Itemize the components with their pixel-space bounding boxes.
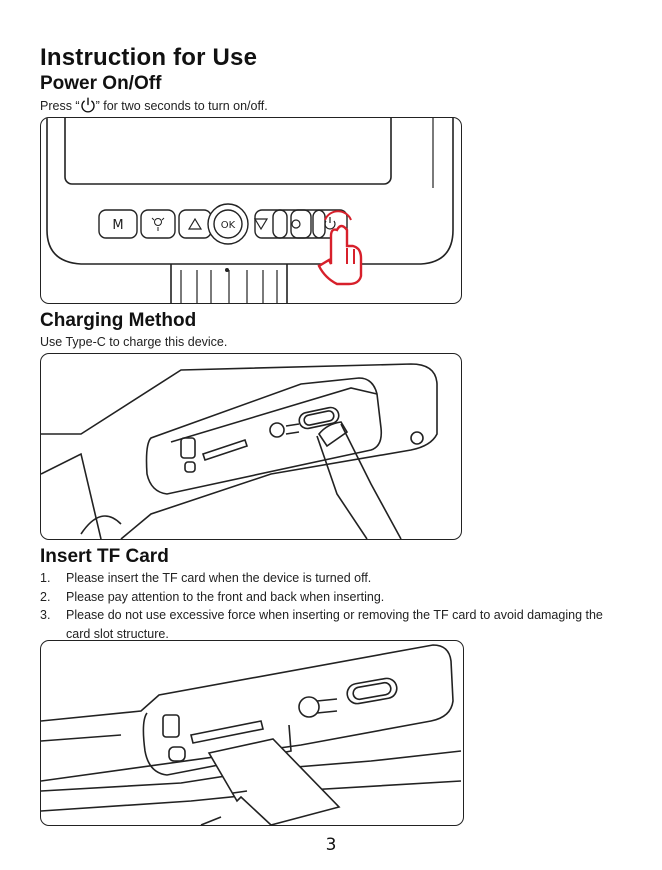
tf-card-illustration	[41, 644, 462, 825]
pointing-hand-icon	[317, 210, 363, 286]
page-title: Instruction for Use	[40, 44, 258, 71]
power-text-after: ” for two seconds to turn on/off.	[95, 99, 268, 113]
list-item: 3.Please do not use excessive force when…	[40, 608, 603, 641]
device-side-illustration	[41, 363, 438, 539]
figure-tf-card	[40, 640, 464, 826]
list-item: 1.Please insert the TF card when the dev…	[40, 571, 372, 585]
figure-power-buttons: M OK	[40, 117, 462, 304]
power-instruction: Press “ ” for two seconds to turn on/off.	[40, 97, 268, 113]
tf-steps-list: 1.Please insert the TF card when the dev…	[40, 569, 625, 643]
section-heading-tf: Insert TF Card	[40, 546, 169, 567]
device-front-illustration: M OK	[46, 118, 454, 303]
figure-charging	[40, 353, 462, 540]
svg-text:OK: OK	[221, 220, 236, 231]
list-item: 2.Please pay attention to the front and …	[40, 589, 385, 604]
page-number: 3	[325, 835, 337, 855]
section-heading-power: Power On/Off	[40, 73, 162, 94]
power-icon	[80, 97, 95, 113]
power-text-before: Press “	[40, 99, 80, 113]
svg-text:M: M	[112, 218, 123, 233]
section-heading-charging: Charging Method	[40, 310, 197, 331]
charging-instruction: Use Type-C to charge this device.	[40, 335, 228, 349]
